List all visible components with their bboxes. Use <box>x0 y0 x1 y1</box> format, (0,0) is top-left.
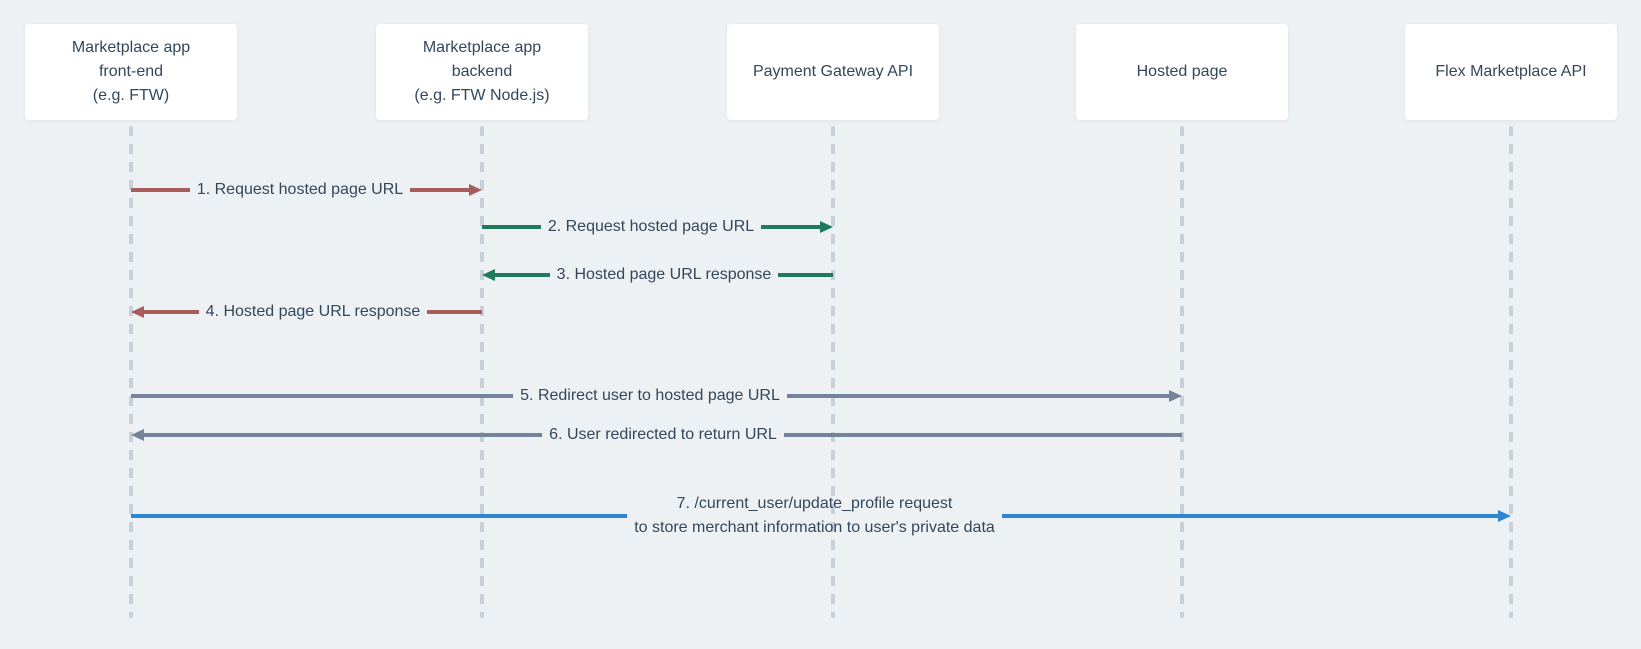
actor-box-hosted-page: Hosted page <box>1076 24 1288 120</box>
actor-label-frontend: Marketplace app front-end (e.g. FTW) <box>71 39 191 104</box>
message-3-hosted-page-url-response: 3. Hosted page URL response <box>482 257 833 293</box>
message-7-update-profile-request: 7. /current_user/update_profile request … <box>131 488 1511 544</box>
message-line <box>482 225 541 229</box>
message-label: 1. Request hosted page URL <box>196 181 404 198</box>
message-line <box>427 310 482 314</box>
message-6-user-redirected-to-return-url: 6. User redirected to return URL <box>131 417 1182 453</box>
message-label: 5. Redirect user to hosted page URL <box>520 387 780 404</box>
arrowhead-right-icon <box>1498 510 1511 522</box>
message-label: 6. User redirected to return URL <box>549 426 777 443</box>
lifeline-flex-api <box>1509 126 1513 618</box>
message-line <box>786 394 1170 398</box>
actor-box-payment-gateway: Payment Gateway API <box>727 24 939 120</box>
arrowhead-left-icon <box>131 429 144 441</box>
message-5-redirect-user-to-hosted-page-url: 5. Redirect user to hosted page URL <box>131 378 1183 414</box>
message-line <box>778 273 833 277</box>
message-line <box>1001 514 1498 518</box>
message-label: 7. /current_user/update_profile request … <box>634 495 995 536</box>
lifeline-hosted-page <box>1180 126 1184 618</box>
actor-box-frontend: Marketplace app front-end (e.g. FTW) <box>25 24 237 120</box>
actor-label-payment-gateway: Payment Gateway API <box>752 63 914 80</box>
message-line <box>131 514 628 518</box>
message-line <box>495 273 550 277</box>
message-label: 4. Hosted page URL response <box>205 303 421 320</box>
message-line <box>144 310 199 314</box>
lifeline-backend <box>480 126 484 618</box>
actor-box-flex-api: Flex Marketplace API <box>1405 24 1617 120</box>
message-line <box>131 394 514 398</box>
lifeline-payment-gateway <box>831 126 835 618</box>
arrowhead-right-icon <box>820 221 834 233</box>
lifeline-frontend <box>129 126 133 618</box>
message-4-hosted-page-url-response: 4. Hosted page URL response <box>131 294 482 330</box>
message-label: 3. Hosted page URL response <box>556 266 772 283</box>
message-line <box>131 188 190 192</box>
arrowhead-right-icon <box>469 184 483 196</box>
message-line <box>410 188 470 192</box>
message-line <box>761 225 821 229</box>
message-line <box>783 433 1182 437</box>
actor-box-backend: Marketplace app backend (e.g. FTW Node.j… <box>376 24 588 120</box>
message-2-request-hosted-page-url: 2. Request hosted page URL <box>482 209 834 245</box>
message-line <box>144 433 543 437</box>
arrowhead-left-icon <box>482 269 495 281</box>
message-1-request-hosted-page-url: 1. Request hosted page URL <box>131 172 483 208</box>
actor-label-flex-api: Flex Marketplace API <box>1435 63 1587 80</box>
actor-label-hosted-page: Hosted page <box>1136 63 1228 80</box>
actor-label-backend: Marketplace app backend (e.g. FTW Node.j… <box>414 39 550 104</box>
arrowhead-right-icon <box>1169 390 1183 402</box>
message-label: 2. Request hosted page URL <box>547 218 755 235</box>
arrowhead-left-icon <box>131 306 144 318</box>
